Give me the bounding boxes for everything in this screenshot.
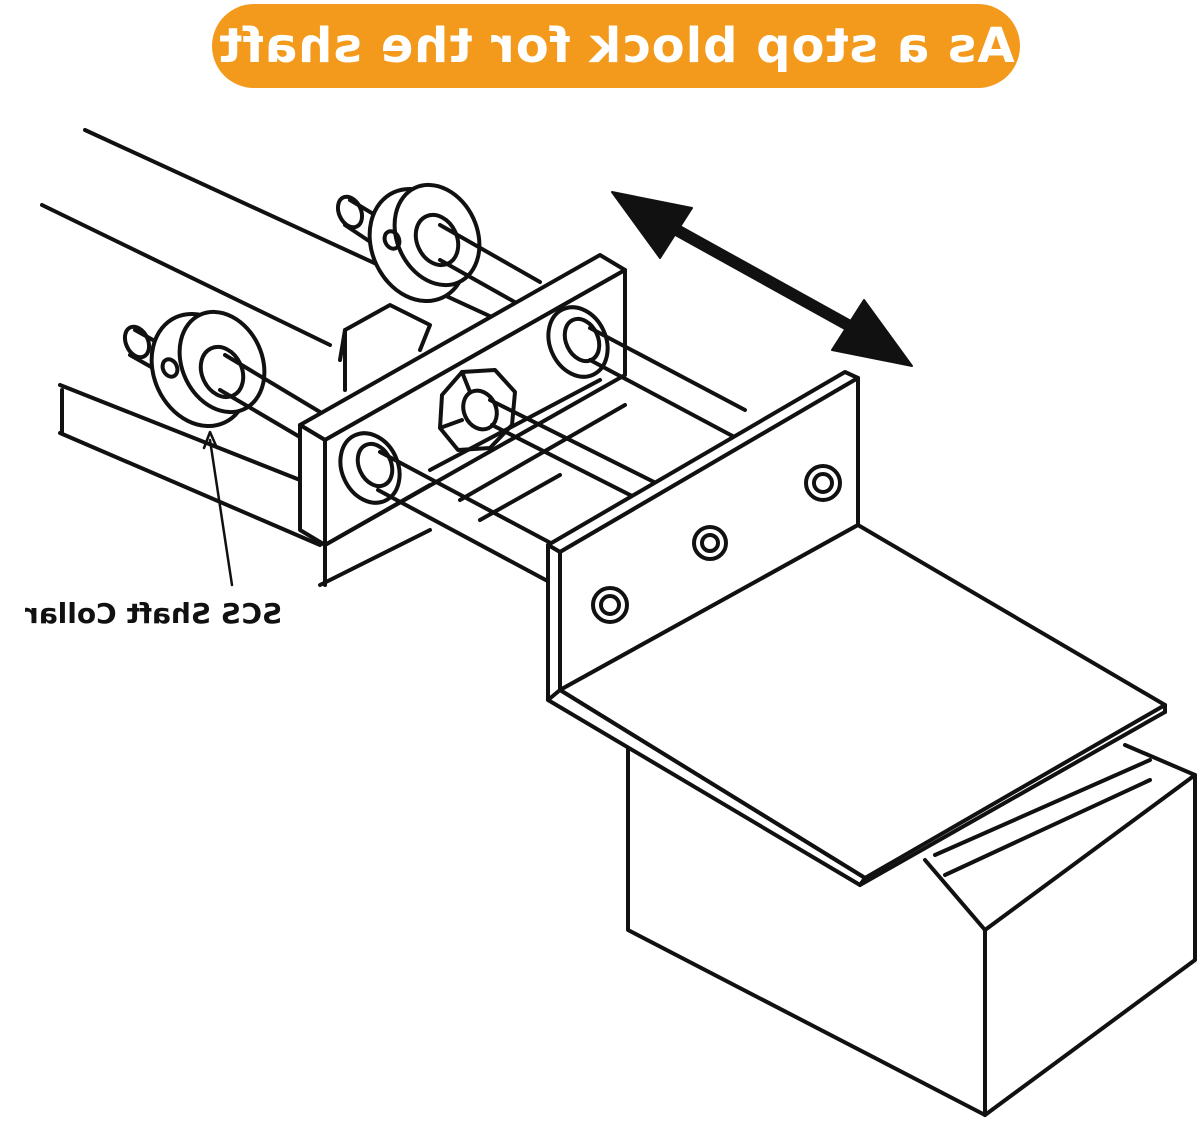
front-shaft — [218, 353, 322, 442]
callout-leader — [202, 430, 234, 587]
shaft-collar-label: SCS Shaft Collar — [4, 588, 304, 638]
shaft-collar-label-text: SCS Shaft Collar — [25, 596, 283, 630]
rods — [376, 326, 747, 587]
title-banner: As a stop block for the shaft — [212, 4, 1020, 88]
bracket-flange — [546, 523, 1167, 887]
rear-shaft-collar — [335, 182, 482, 304]
double-arrow-icon — [611, 191, 913, 367]
mount-block — [338, 303, 432, 392]
rear-shaft — [438, 223, 542, 307]
stop-box — [626, 743, 1197, 1117]
bracket-bolts — [591, 464, 842, 624]
